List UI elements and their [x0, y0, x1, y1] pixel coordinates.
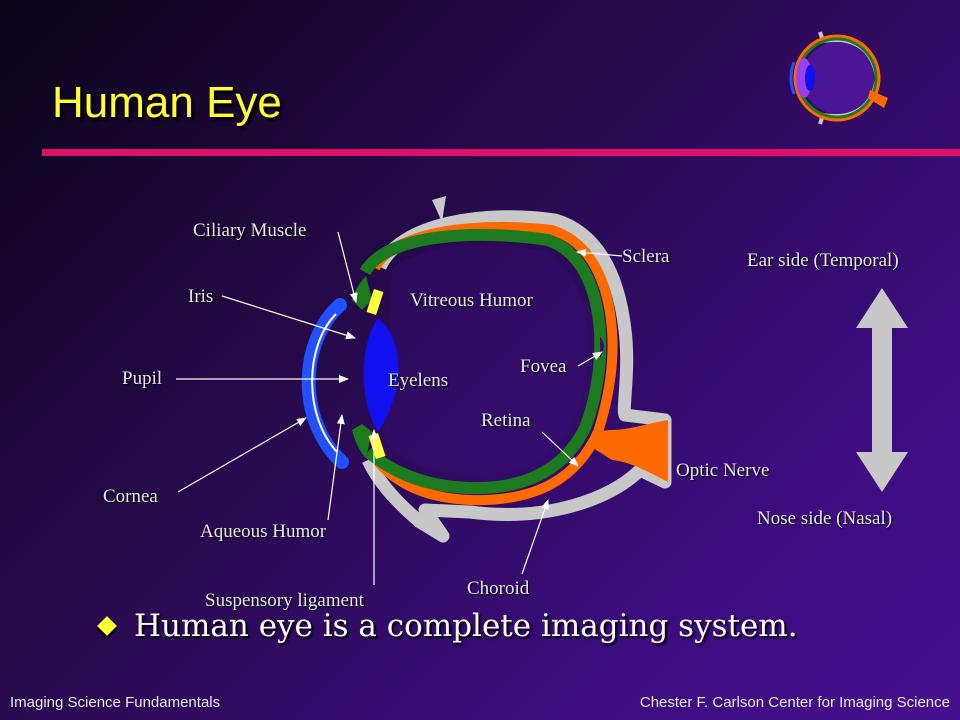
sclera-layer — [362, 196, 672, 543]
slide-title: Human Eye — [52, 78, 282, 127]
label-aqueous-humor: Aqueous Humor — [200, 521, 327, 542]
ligament-lower — [368, 433, 386, 459]
label-nose-side: Nose side (Nasal) — [757, 508, 893, 529]
label-cornea: Cornea — [103, 486, 158, 507]
footer-left: Imaging Science Fundamentals — [10, 694, 221, 711]
bullet-text: Human eye is a complete imaging system. — [134, 608, 798, 644]
ligament-upper — [366, 289, 384, 315]
label-eyelens: Eyelens — [388, 370, 449, 391]
label-iris: Iris — [188, 286, 214, 307]
label-suspensory-ligament: Suspensory ligament — [205, 590, 364, 611]
bullet-item: Human eye is a complete imaging system. — [97, 608, 798, 644]
label-pupil: Pupil — [122, 368, 163, 389]
temporal-nasal-arrow — [856, 288, 908, 492]
label-ear-side: Ear side (Temporal) — [747, 250, 899, 271]
retina-layer — [352, 228, 607, 495]
choroid-layer — [370, 221, 618, 506]
label-ciliary-muscle: Ciliary Muscle — [193, 220, 307, 241]
eyelens-shape — [363, 318, 399, 432]
eye-thumbnail-icon — [789, 31, 888, 125]
label-fovea: Fovea — [520, 356, 567, 377]
title-divider — [42, 149, 960, 156]
optic-nerve-shape — [590, 420, 668, 482]
label-sclera: Sclera — [622, 246, 670, 267]
label-optic-nerve: Optic Nerve — [676, 460, 770, 481]
label-retina: Retina — [481, 410, 531, 431]
cornea-shape — [301, 298, 349, 469]
label-vitreous-humor: Vitreous Humor — [410, 290, 533, 311]
diamond-bullet-icon — [97, 616, 117, 636]
label-choroid: Choroid — [467, 578, 530, 599]
footer-right: Chester F. Carlson Center for Imaging Sc… — [639, 694, 950, 711]
